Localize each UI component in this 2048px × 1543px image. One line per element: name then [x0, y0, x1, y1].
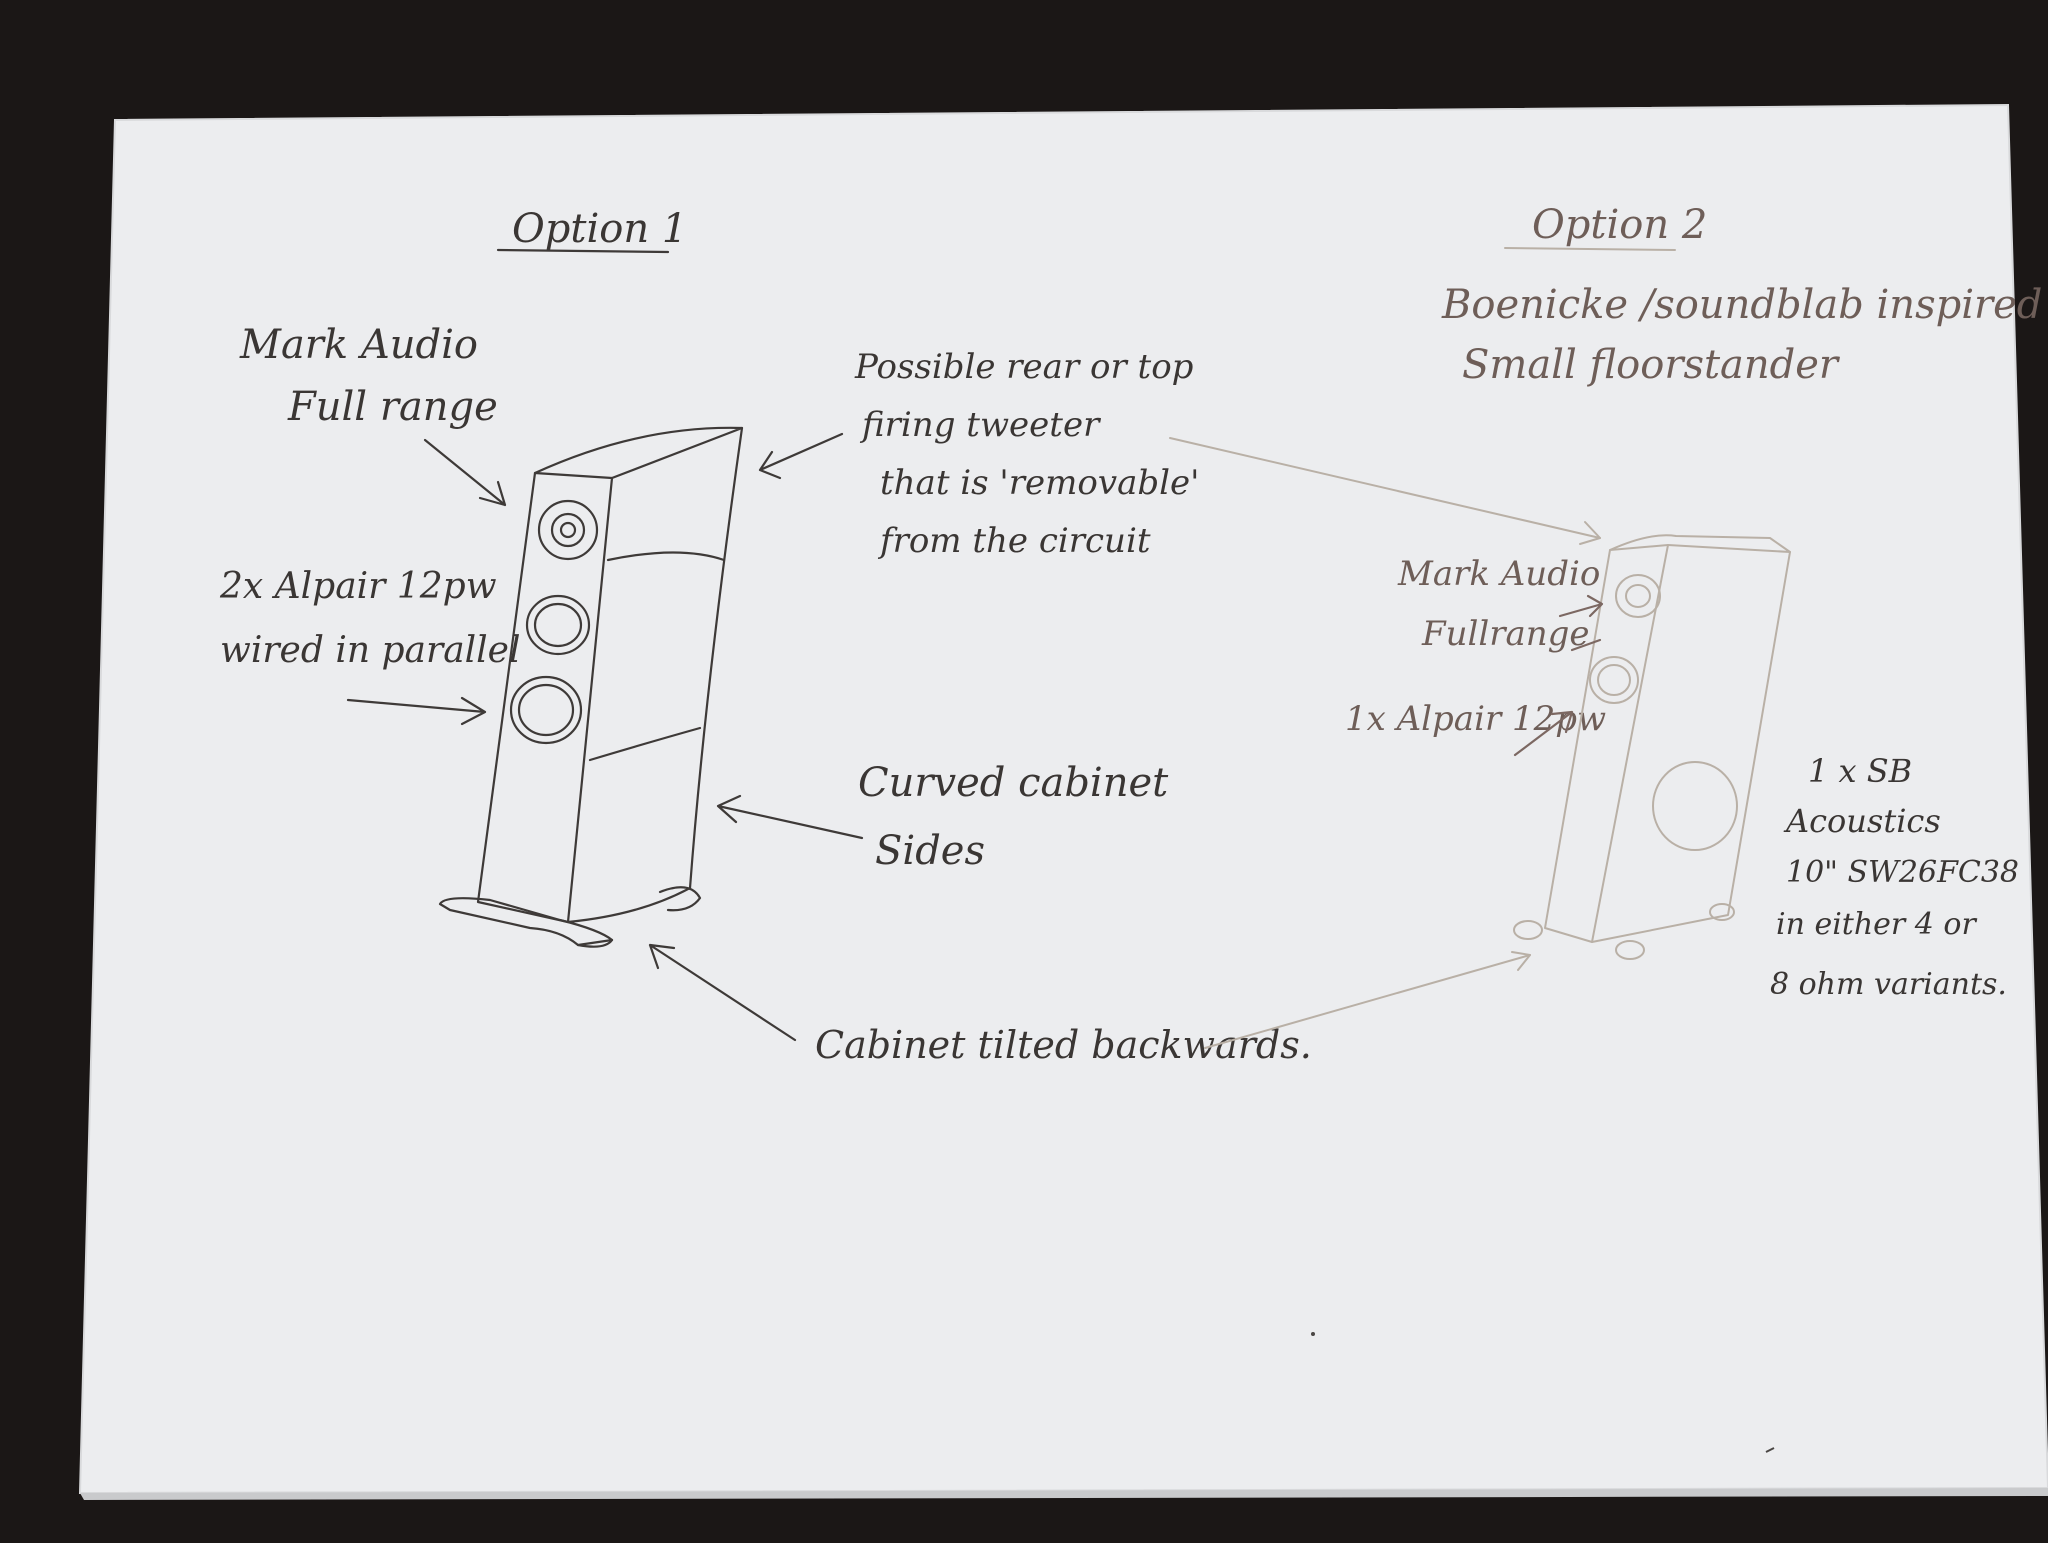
paper-shadow-edge — [80, 1488, 2048, 1500]
option1-arrows — [346, 432, 864, 1042]
svg-text:1 x SB: 1 x SB — [1808, 752, 1912, 790]
arrow-opt2-driver — [1513, 710, 1574, 757]
option1-sides-label: Curved cabinet Sides — [858, 760, 1169, 874]
svg-text:from the circuit: from the circuit — [877, 521, 1151, 561]
connector-line-tilt — [1204, 954, 1531, 1049]
svg-text:firing tweeter: firing tweeter — [859, 405, 1101, 445]
svg-text:wired in parallel: wired in parallel — [220, 630, 521, 671]
tilt-label: Cabinet tilted backwards. — [815, 1023, 1312, 1067]
speaker1-woofer-lower — [509, 675, 583, 745]
option1-group: Option 1 Mark Audio Full range 2x Alpair… — [219, 206, 1312, 1067]
option2-fullrange-label: Mark Audio Fullrange — [1397, 554, 1600, 654]
svg-text:2x Alpair 12pw: 2x Alpair 12pw — [219, 566, 497, 607]
option1-title: Option 1 — [512, 206, 687, 252]
arrow-tilt-1 — [648, 943, 797, 1042]
arrow-fullrange — [423, 438, 507, 507]
speaker2-alpair-driver — [1589, 656, 1639, 704]
svg-text:10" SW26FC38: 10" SW26FC38 — [1786, 855, 2019, 890]
paper-sheet — [78, 103, 2048, 1495]
svg-text:Curved cabinet: Curved cabinet — [858, 760, 1169, 806]
arrow-sides — [716, 794, 864, 840]
speaker2-subwoofer — [1652, 761, 1738, 851]
option1-woofers-label: 2x Alpair 12pw wired in parallel — [219, 566, 521, 671]
svg-text:in either 4 or: in either 4 or — [1776, 907, 1977, 942]
svg-text:that is 'removable': that is 'removable' — [880, 463, 1199, 503]
speaker1-top — [533, 426, 744, 480]
speaker1-side-contour — [588, 551, 726, 762]
option1-fullrange-label: Mark Audio Full range — [239, 322, 498, 430]
option2-arrows — [1513, 594, 1604, 757]
svg-text:Acoustics: Acoustics — [1783, 802, 1941, 840]
arrow-opt2-fullrange — [1558, 594, 1604, 618]
speaker2-top — [1609, 534, 1791, 553]
svg-text:Sides: Sides — [875, 828, 985, 874]
svg-text:Possible rear or top: Possible rear or top — [854, 347, 1193, 387]
svg-text:Full range: Full range — [287, 384, 498, 430]
pencil-mark — [1765, 1447, 1775, 1453]
svg-text:Mark Audio: Mark Audio — [239, 322, 478, 368]
option1-speaker-drawing — [438, 426, 744, 948]
svg-text:8 ohm variants.: 8 ohm variants. — [1770, 967, 2007, 1002]
connector-line-top — [1169, 437, 1601, 539]
arrow-woofers — [346, 696, 487, 726]
option2-speaker-drawing — [1513, 534, 1791, 960]
speaker2-foot-back — [1709, 903, 1735, 921]
option2-subtitle: Boenicke /soundblab inspired Small floor… — [1441, 282, 2042, 388]
option2-title: Option 2 — [1532, 202, 1707, 248]
speaker2-foot-left — [1513, 920, 1543, 940]
svg-text:Mark Audio: Mark Audio — [1397, 554, 1600, 594]
option2-sub-label: 1 x SB Acoustics 10" SW26FC38 in either … — [1770, 752, 2019, 1002]
speaker2-fullrange-driver — [1615, 574, 1661, 618]
svg-text:Small floorstander: Small floorstander — [1462, 342, 1841, 388]
speaker1-woofer-upper — [525, 594, 591, 656]
svg-text:Fullrange: Fullrange — [1421, 614, 1590, 654]
pencil-speck — [1311, 1332, 1315, 1336]
option1-title-underline — [496, 248, 670, 254]
svg-text:Boenicke /soundblab inspired: Boenicke /soundblab inspired — [1441, 282, 2042, 328]
option2-title-underline — [1504, 247, 1676, 251]
option2-group: Option 2 Boenicke /soundblab inspired Sm… — [1345, 202, 2042, 1002]
option1-tweeter-label: Possible rear or top firing tweeter that… — [854, 347, 1199, 561]
arrow-tweeter — [758, 432, 844, 480]
arrow-opt2-fullrange-2 — [1570, 638, 1602, 652]
speaker2-side — [1591, 551, 1791, 943]
speaker1-curved-side — [566, 426, 744, 924]
speaker2-foot-right — [1615, 940, 1645, 960]
option2-driver-label: 1x Alpair 12pw — [1345, 699, 1606, 739]
speaker1-fullrange-driver — [537, 499, 599, 561]
